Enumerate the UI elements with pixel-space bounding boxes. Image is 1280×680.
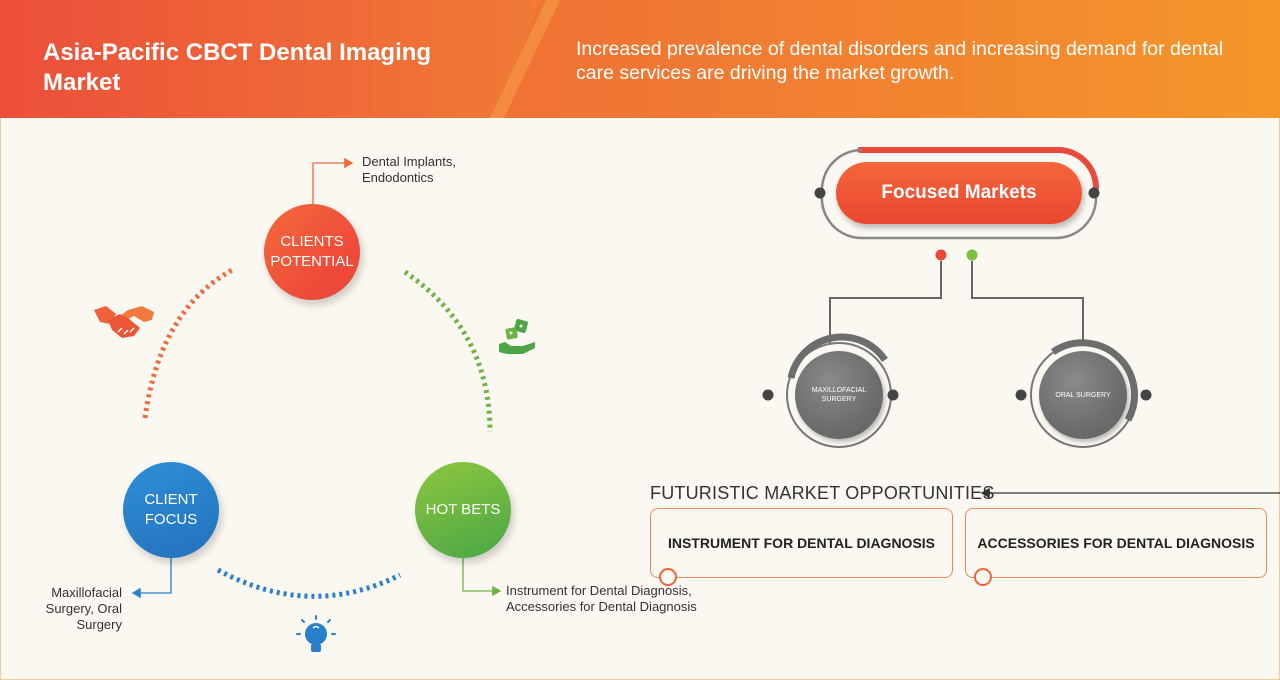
clients-potential-circle: CLIENTS POTENTIAL — [264, 204, 360, 300]
clients-potential-detail: Dental Implants, Endodontics — [362, 154, 456, 185]
focused-market-oral-surgery: ORAL SURGERY — [1039, 351, 1127, 439]
lightbulb-icon — [296, 615, 336, 652]
hot-bets-circle: HOT BETS — [415, 462, 511, 558]
header-banner: Asia-Pacific CBCT Dental Imaging Market … — [0, 0, 1280, 118]
focus-pill-outer-ring — [857, 147, 1099, 191]
header-title-panel — [0, 0, 540, 118]
futuristic-item-accessories: ACCESSORIES FOR DENTAL DIAGNOSIS — [965, 508, 1267, 578]
futuristic-item-marker — [659, 568, 677, 586]
page-description: Increased prevalence of dental disorders… — [576, 38, 1224, 84]
arc-blue — [216, 567, 402, 599]
client-focus-detail: Maxillofacial Surgery, Oral Surgery — [45, 585, 122, 632]
futuristic-item-marker — [974, 568, 992, 586]
futuristic-title: FUTURISTIC MARKET OPPORTUNITIES — [650, 483, 995, 503]
futuristic-item-instrument: INSTRUMENT FOR DENTAL DIAGNOSIS — [650, 508, 953, 578]
hot-bets-detail: Instrument for Dental Diagnosis, Accesso… — [506, 583, 697, 614]
connector-client-focus — [131, 558, 172, 599]
focused-market-label: ORAL SURGERY — [1055, 391, 1111, 399]
page-title: Asia-Pacific CBCT Dental Imaging Market — [43, 39, 432, 96]
arc-green — [403, 269, 493, 433]
focused-markets-title: Focused Markets — [836, 162, 1082, 224]
connector-clients-potential — [312, 157, 354, 204]
hot-bets-label: HOT BETS — [425, 501, 501, 518]
branch-dot-green — [966, 249, 978, 261]
dice-hand-icon — [499, 319, 535, 354]
focused-market-label: MAXILLOFACIAL SURGERY — [811, 387, 867, 403]
focused-market-maxillofacial: MAXILLOFACIAL SURGERY — [795, 351, 883, 439]
branch-dot-red — [935, 249, 947, 261]
client-focus-label: CLIENT FOCUS — [144, 491, 198, 528]
connector-hot-bets — [462, 558, 502, 597]
client-focus-circle: CLIENT FOCUS — [123, 462, 219, 558]
focus-pill-outer-gray — [820, 193, 1098, 240]
handshake-icon — [94, 306, 154, 338]
clients-potential-label: CLIENTS POTENTIAL — [270, 233, 354, 270]
arc-orange — [142, 267, 234, 419]
